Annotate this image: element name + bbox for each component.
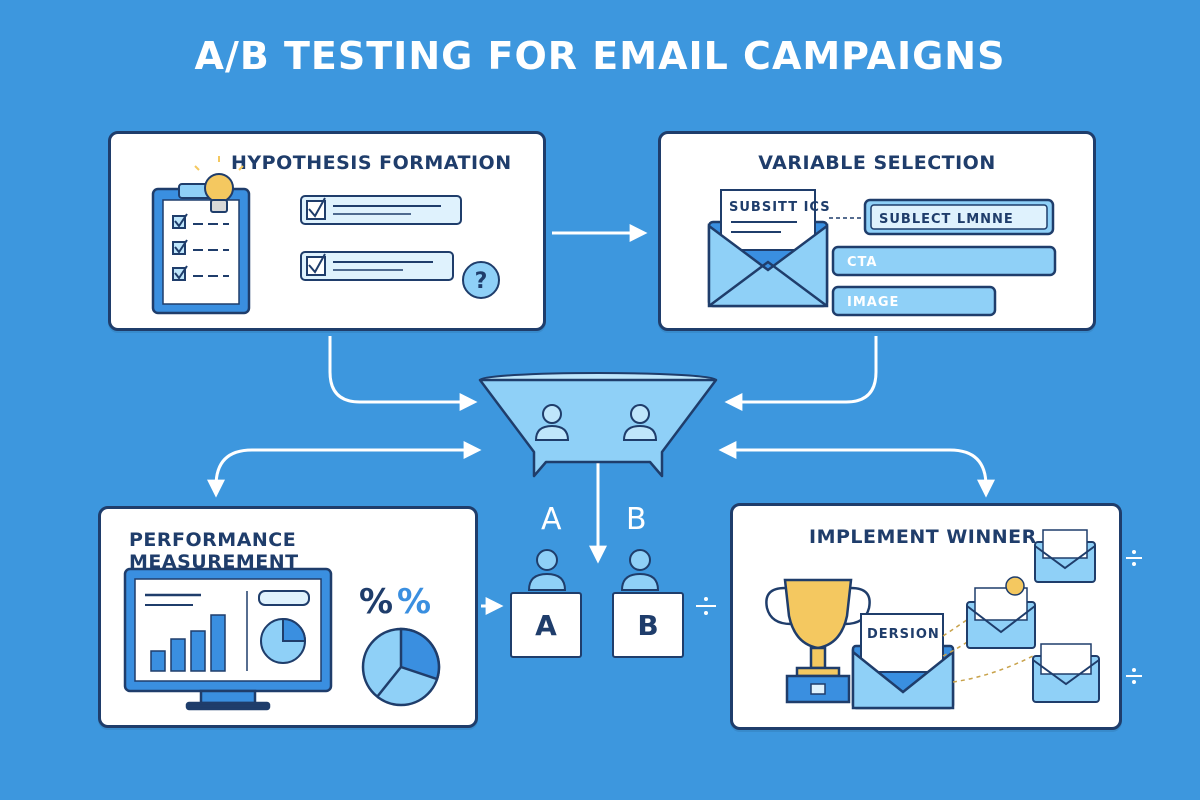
trophy-icon (765, 578, 871, 704)
variable-title: VARIABLE SELECTION (758, 152, 996, 174)
performance-title: PERFORMANCE MEASUREMENT (129, 529, 299, 573)
split-label-b: B (626, 502, 647, 537)
variable-option-label: SUBLECT LMNNE (879, 212, 1014, 227)
variable-option (863, 198, 1055, 236)
user-icon (620, 549, 660, 591)
arrow-funnel-perf (207, 441, 482, 498)
user-icon (534, 404, 570, 441)
variable-option-label: IMAGE (847, 295, 899, 310)
envelope-icon (707, 189, 829, 308)
envelope-icon (1032, 643, 1100, 703)
variable-option (831, 285, 997, 317)
hypothesis-card: HYPOTHESIS FORMATION (108, 131, 546, 331)
version-label: DERSION (867, 627, 940, 642)
page-title: A/B TESTING FOR EMAIL CAMPAIGNS (194, 34, 1006, 78)
variable-card: VARIABLE SELECTION SUBSITT ICS SUBLECT L… (658, 131, 1096, 331)
bar-chart-icon (145, 593, 226, 672)
envelope-icon (1034, 529, 1096, 583)
performance-card: PERFORMANCE MEASUREMENT % % (98, 506, 478, 728)
variable-option (831, 245, 1057, 277)
percent-icon: % (397, 582, 431, 622)
svg-text:?: ? (475, 269, 488, 294)
implement-title: IMPLEMENT WINNER (809, 526, 1037, 548)
pie-chart-icon (260, 617, 307, 664)
arrow-var-to-funnel (724, 336, 878, 411)
split-label-a: A (541, 502, 562, 537)
variant-b-card: B (612, 592, 684, 658)
hypothesis-item (300, 251, 454, 281)
question-icon: ? (462, 261, 500, 299)
user-icon (622, 404, 658, 441)
variable-option-label: CTA (847, 255, 877, 270)
hypothesis-item (300, 195, 462, 225)
hypothesis-title: HYPOTHESIS FORMATION (231, 152, 512, 174)
link-bar (258, 590, 310, 606)
arrow-funnel-impl (718, 441, 995, 498)
envelope-icon (851, 613, 955, 710)
implement-card: IMPLEMENT WINNER DERSION (730, 503, 1122, 730)
envelope-icon (966, 587, 1036, 649)
pie-chart-icon (361, 627, 441, 707)
user-icon (527, 549, 567, 591)
arrow-hyp-to-funnel (328, 336, 478, 411)
envelope-label: SUBSITT ICS (729, 200, 831, 215)
clipboard-icon (151, 183, 251, 315)
badge-icon (1005, 576, 1025, 596)
variant-a-card: A (510, 592, 582, 658)
percent-icon: % (359, 582, 393, 622)
lightbulb-icon (194, 156, 244, 213)
